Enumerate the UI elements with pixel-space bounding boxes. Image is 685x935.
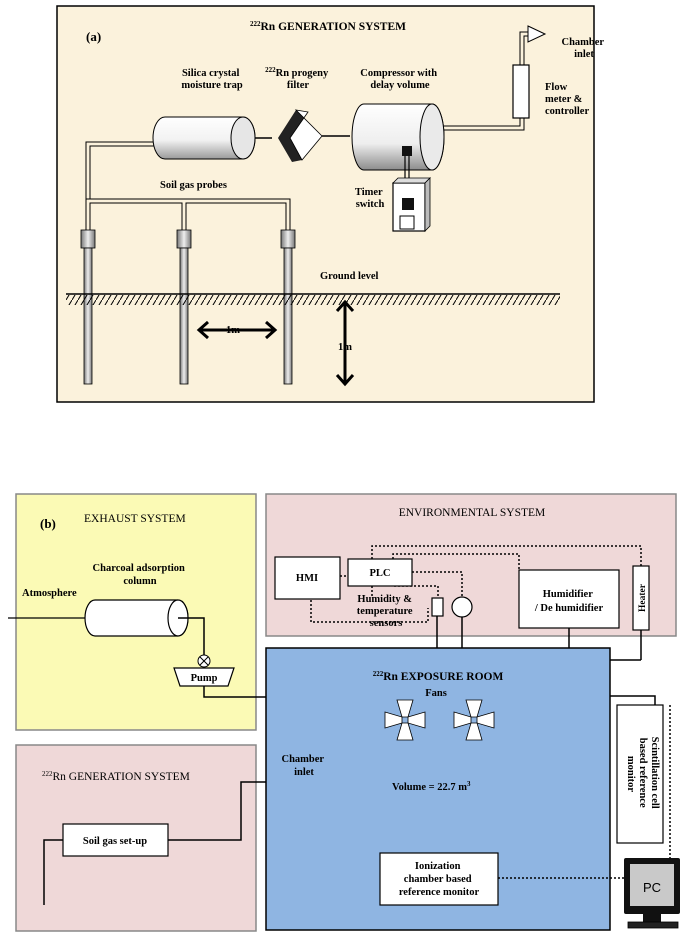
humidifier-label: Humidifier / De humidifier <box>534 589 604 614</box>
environmental-system-title: ENVIRONMENTAL SYSTEM <box>399 507 546 519</box>
flow-meter-label: Flow meter & controller <box>545 82 589 117</box>
scintillation-wire <box>610 695 656 705</box>
volume-label: Volume = 22.7 m3 <box>392 780 471 793</box>
ionization-monitor-label: Ionization chamber based reference monit… <box>399 861 480 898</box>
progeny-filter-label: 222Rn progeny filter <box>265 66 331 91</box>
humidifier-box <box>518 569 620 629</box>
vertical-distance-label: 1m <box>338 342 352 353</box>
horizontal-distance-arrow <box>196 320 278 340</box>
panel-a-label: (a) <box>86 29 101 44</box>
fan-icon <box>453 699 495 741</box>
pump <box>173 654 235 687</box>
soil-probes-label: Soil gas probes <box>160 180 227 191</box>
silica-trap-label: Silica crystal moisture trap <box>181 68 242 91</box>
compressor-outlet-pipe <box>444 118 525 131</box>
temperature-sensor <box>451 596 473 618</box>
plc-label: PLC <box>370 568 391 579</box>
pump-label: Pump <box>191 673 218 684</box>
panel-a-title: 222Rn GENERATION SYSTEM <box>250 20 406 33</box>
soil-gas-setup-label: Soil gas set-up <box>83 836 147 847</box>
heater-label: Heater <box>638 583 648 612</box>
generation-system-title: 222Rn GENERATION SYSTEM <box>42 770 190 783</box>
compressor-label: Compressor with delay volume <box>360 68 440 91</box>
plc-box <box>347 558 413 587</box>
atmosphere-label: Atmosphere <box>22 588 77 599</box>
progeny-filter <box>278 109 323 162</box>
soil-to-room-line <box>168 781 266 841</box>
compressor-delay-volume <box>351 103 445 171</box>
hmi-box <box>274 556 341 600</box>
chamber-inlet-b-label: Chamber inlet <box>281 754 326 778</box>
probe-pipework <box>85 141 291 230</box>
timer-switch-label: Timer switch <box>355 187 385 210</box>
panel-a-background <box>56 5 595 403</box>
ground-level <box>66 293 560 305</box>
soil-probe-3 <box>280 229 296 385</box>
humidity-sensor <box>431 597 444 617</box>
panel-b-label: (b) <box>40 516 56 531</box>
panel-a: (a) 222Rn GENERATION SYSTEM Silica cryst… <box>56 5 606 403</box>
charcoal-column-label: Charcoal adsorption column <box>93 563 188 587</box>
exhaust-system-title: EXHAUST SYSTEM <box>84 513 186 525</box>
exposure-room-title: 222Rn EXPOSURE ROOM <box>373 670 504 683</box>
scintillation-monitor-label: Scintillation cell based reference monit… <box>625 737 660 812</box>
soil-gas-probe-line <box>43 839 63 905</box>
pump-to-room-line <box>203 686 266 698</box>
control-signal-lines <box>310 545 642 623</box>
charcoal-adsorption-column <box>84 599 189 637</box>
chamber-inlet-a-label: Chamber inlet <box>561 37 606 60</box>
pc-label: PC <box>643 880 661 895</box>
horizontal-distance-label: 1m <box>226 325 240 336</box>
flow-meter-controller <box>512 25 547 119</box>
scintillation-monitor-box <box>616 704 664 844</box>
vertical-distance-arrow <box>335 299 355 387</box>
pc-monitor-icon <box>624 858 680 929</box>
fans-label: Fans <box>425 688 447 699</box>
hmi-label: HMI <box>296 573 318 584</box>
panel-b: (b) EXHAUST SYSTEM Charcoal adsorption c… <box>8 493 680 932</box>
silica-moisture-trap <box>152 116 256 160</box>
soil-probe-1 <box>80 229 96 385</box>
ground-level-label: Ground level <box>320 271 379 282</box>
timer-switch <box>392 146 431 232</box>
column-to-pump-line <box>178 617 205 667</box>
humidity-sensors-label: Humidity & temperature sensors <box>357 594 415 629</box>
soil-probe-2 <box>176 229 192 385</box>
ionization-monitor-box <box>379 852 499 906</box>
fan-icon <box>384 699 426 741</box>
